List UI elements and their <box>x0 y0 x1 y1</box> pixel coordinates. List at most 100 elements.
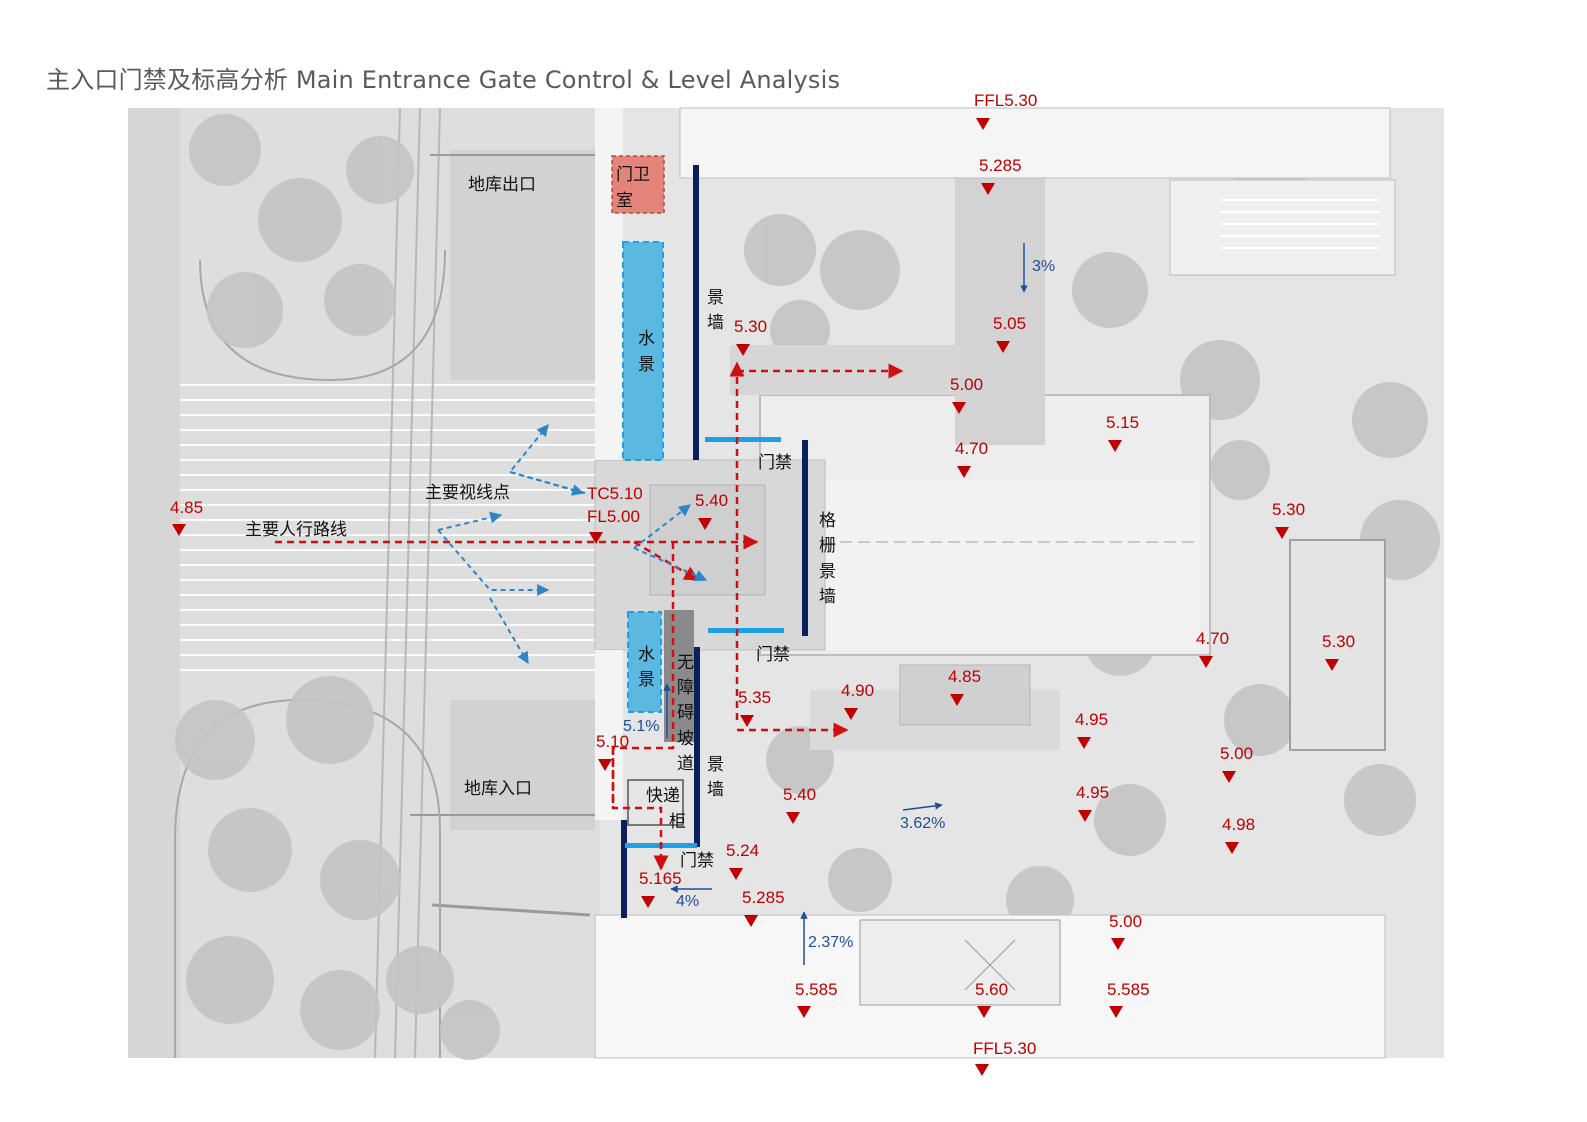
landscape-wall-bottom-label-2: 墙 <box>707 780 724 800</box>
level-marker-triangle <box>996 341 1010 353</box>
level-marker-triangle <box>598 759 612 771</box>
level-500-b: 5.00 <box>1220 744 1253 763</box>
level-marker-triangle <box>1109 1006 1123 1018</box>
level-470-a: 4.70 <box>955 439 988 458</box>
level-marker-triangle <box>1111 938 1125 950</box>
water-top-label-2: 景 <box>638 355 655 375</box>
level-marker-triangle <box>786 812 800 824</box>
level-5165: 5.165 <box>639 869 682 888</box>
level-fl: FL5.00 <box>587 507 640 526</box>
level-485-left: 4.85 <box>170 498 203 517</box>
level-510: 5.10 <box>596 732 629 751</box>
level-marker-triangle <box>1078 810 1092 822</box>
plan-base <box>128 107 1444 1060</box>
guard-house-label-1: 门卫 <box>616 165 650 185</box>
parcel-locker-label-2: 柜 <box>669 812 686 832</box>
water-feature-bottom <box>627 611 662 713</box>
garage-entrance-label: 地库入口 <box>464 779 532 799</box>
level-540-b: 5.40 <box>783 785 816 804</box>
ramp-label-4: 坡 <box>677 729 694 749</box>
level-marker-triangle <box>844 708 858 720</box>
level-515: 5.15 <box>1106 413 1139 432</box>
level-500-c: 5.00 <box>1109 912 1142 931</box>
level-5285-bottom: 5.285 <box>742 888 785 907</box>
level-marker-triangle <box>736 344 750 356</box>
level-marker-triangle <box>1199 656 1213 668</box>
landscape-wall-southwest <box>621 820 627 918</box>
water-bottom-label-2: 景 <box>638 670 655 690</box>
grille-wall-label-1: 格 <box>819 511 836 531</box>
level-470-b: 4.70 <box>1196 629 1229 648</box>
slope-arrows <box>663 243 1028 965</box>
landscape-wall-top-label-2: 墙 <box>707 313 724 333</box>
landscape-wall-north <box>693 165 699 460</box>
area-labels: 地库出口 地库入口 门卫 室 水 景 水 景 景 墙 景 墙 门禁 门禁 门禁 … <box>245 165 836 871</box>
guard-house <box>611 155 665 214</box>
accessible-ramp <box>664 610 694 742</box>
gate-north <box>705 437 781 442</box>
slope-4pct: 4% <box>676 893 699 910</box>
guard-house-label-2: 室 <box>616 191 633 211</box>
level-marker-triangle <box>729 868 743 880</box>
pedestrian-route <box>275 361 904 871</box>
level-560: 5.60 <box>975 980 1008 999</box>
level-marker-triangle <box>981 183 995 195</box>
level-marker-triangle <box>641 896 655 908</box>
slope-3pct: 3% <box>1032 258 1055 275</box>
level-marker-triangle <box>589 532 603 544</box>
level-marker-triangle <box>744 915 758 927</box>
grille-landscape-wall <box>802 440 808 636</box>
sightlines <box>437 424 708 665</box>
water-top-label-1: 水 <box>638 329 655 349</box>
level-5285-top: 5.285 <box>979 156 1022 175</box>
level-530-a: 5.30 <box>734 317 767 336</box>
level-marker-triangle <box>975 1064 989 1076</box>
level-marker-triangle <box>950 694 964 706</box>
parcel-locker-label-1: 快递 <box>646 786 680 806</box>
ramp-label-2: 障 <box>677 678 694 698</box>
ramp-label-1: 无 <box>677 653 694 673</box>
level-marker-triangle <box>957 466 971 478</box>
water-bottom-label-1: 水 <box>638 645 655 665</box>
level-498: 4.98 <box>1222 815 1255 834</box>
level-marker-triangle <box>740 715 754 727</box>
level-ffl-top: FFL5.30 <box>974 91 1037 110</box>
landscape-wall-top-label-1: 景 <box>707 288 724 308</box>
level-500-a: 5.00 <box>950 375 983 394</box>
level-490: 4.90 <box>841 681 874 700</box>
slope-labels: 3% 5.1% 3.62% 4% 2.37% <box>623 258 1055 951</box>
level-marker-triangle <box>698 518 712 530</box>
landscape-wall-bottom-label-1: 景 <box>707 755 724 775</box>
tree-canopies <box>175 114 1440 1060</box>
level-495-b: 4.95 <box>1076 783 1109 802</box>
page-title: 主入口门禁及标高分析 Main Entrance Gate Control & … <box>46 66 841 94</box>
gate-top-label: 门禁 <box>758 453 792 473</box>
grille-wall-label-2: 栅 <box>819 536 836 556</box>
level-marker-triangle <box>797 1006 811 1018</box>
sightline-point-label: 主要视线点 <box>425 483 510 503</box>
grille-wall-label-3: 景 <box>819 562 836 582</box>
level-marker-triangle <box>952 402 966 414</box>
level-marker-triangle <box>976 118 990 130</box>
level-marker-triangle <box>172 524 186 536</box>
water-feature-top <box>622 241 664 461</box>
slope-3-62pct: 3.62% <box>900 815 945 832</box>
level-marker-triangle <box>1325 659 1339 671</box>
ramp-label-3: 碍 <box>677 703 694 723</box>
level-485: 4.85 <box>948 667 981 686</box>
level-marker-triangle <box>1225 842 1239 854</box>
level-tc: TC5.10 <box>587 484 643 503</box>
level-markers: FFL5.30 5.285 5.30 5.05 5.00 5.15 4.70 4… <box>170 91 1355 1076</box>
level-5585-a: 5.585 <box>795 980 838 999</box>
level-524: 5.24 <box>726 841 759 860</box>
gate-middle-label: 门禁 <box>756 645 790 665</box>
grille-wall-label-4: 墙 <box>819 587 836 607</box>
level-495-a: 4.95 <box>1075 710 1108 729</box>
level-marker-triangle <box>1275 527 1289 539</box>
gate-bottom-label: 门禁 <box>680 851 714 871</box>
slope-5-1pct: 5.1% <box>623 718 659 735</box>
gate-south <box>708 628 784 633</box>
level-marker-triangle <box>1108 440 1122 452</box>
level-5585-b: 5.585 <box>1107 980 1150 999</box>
